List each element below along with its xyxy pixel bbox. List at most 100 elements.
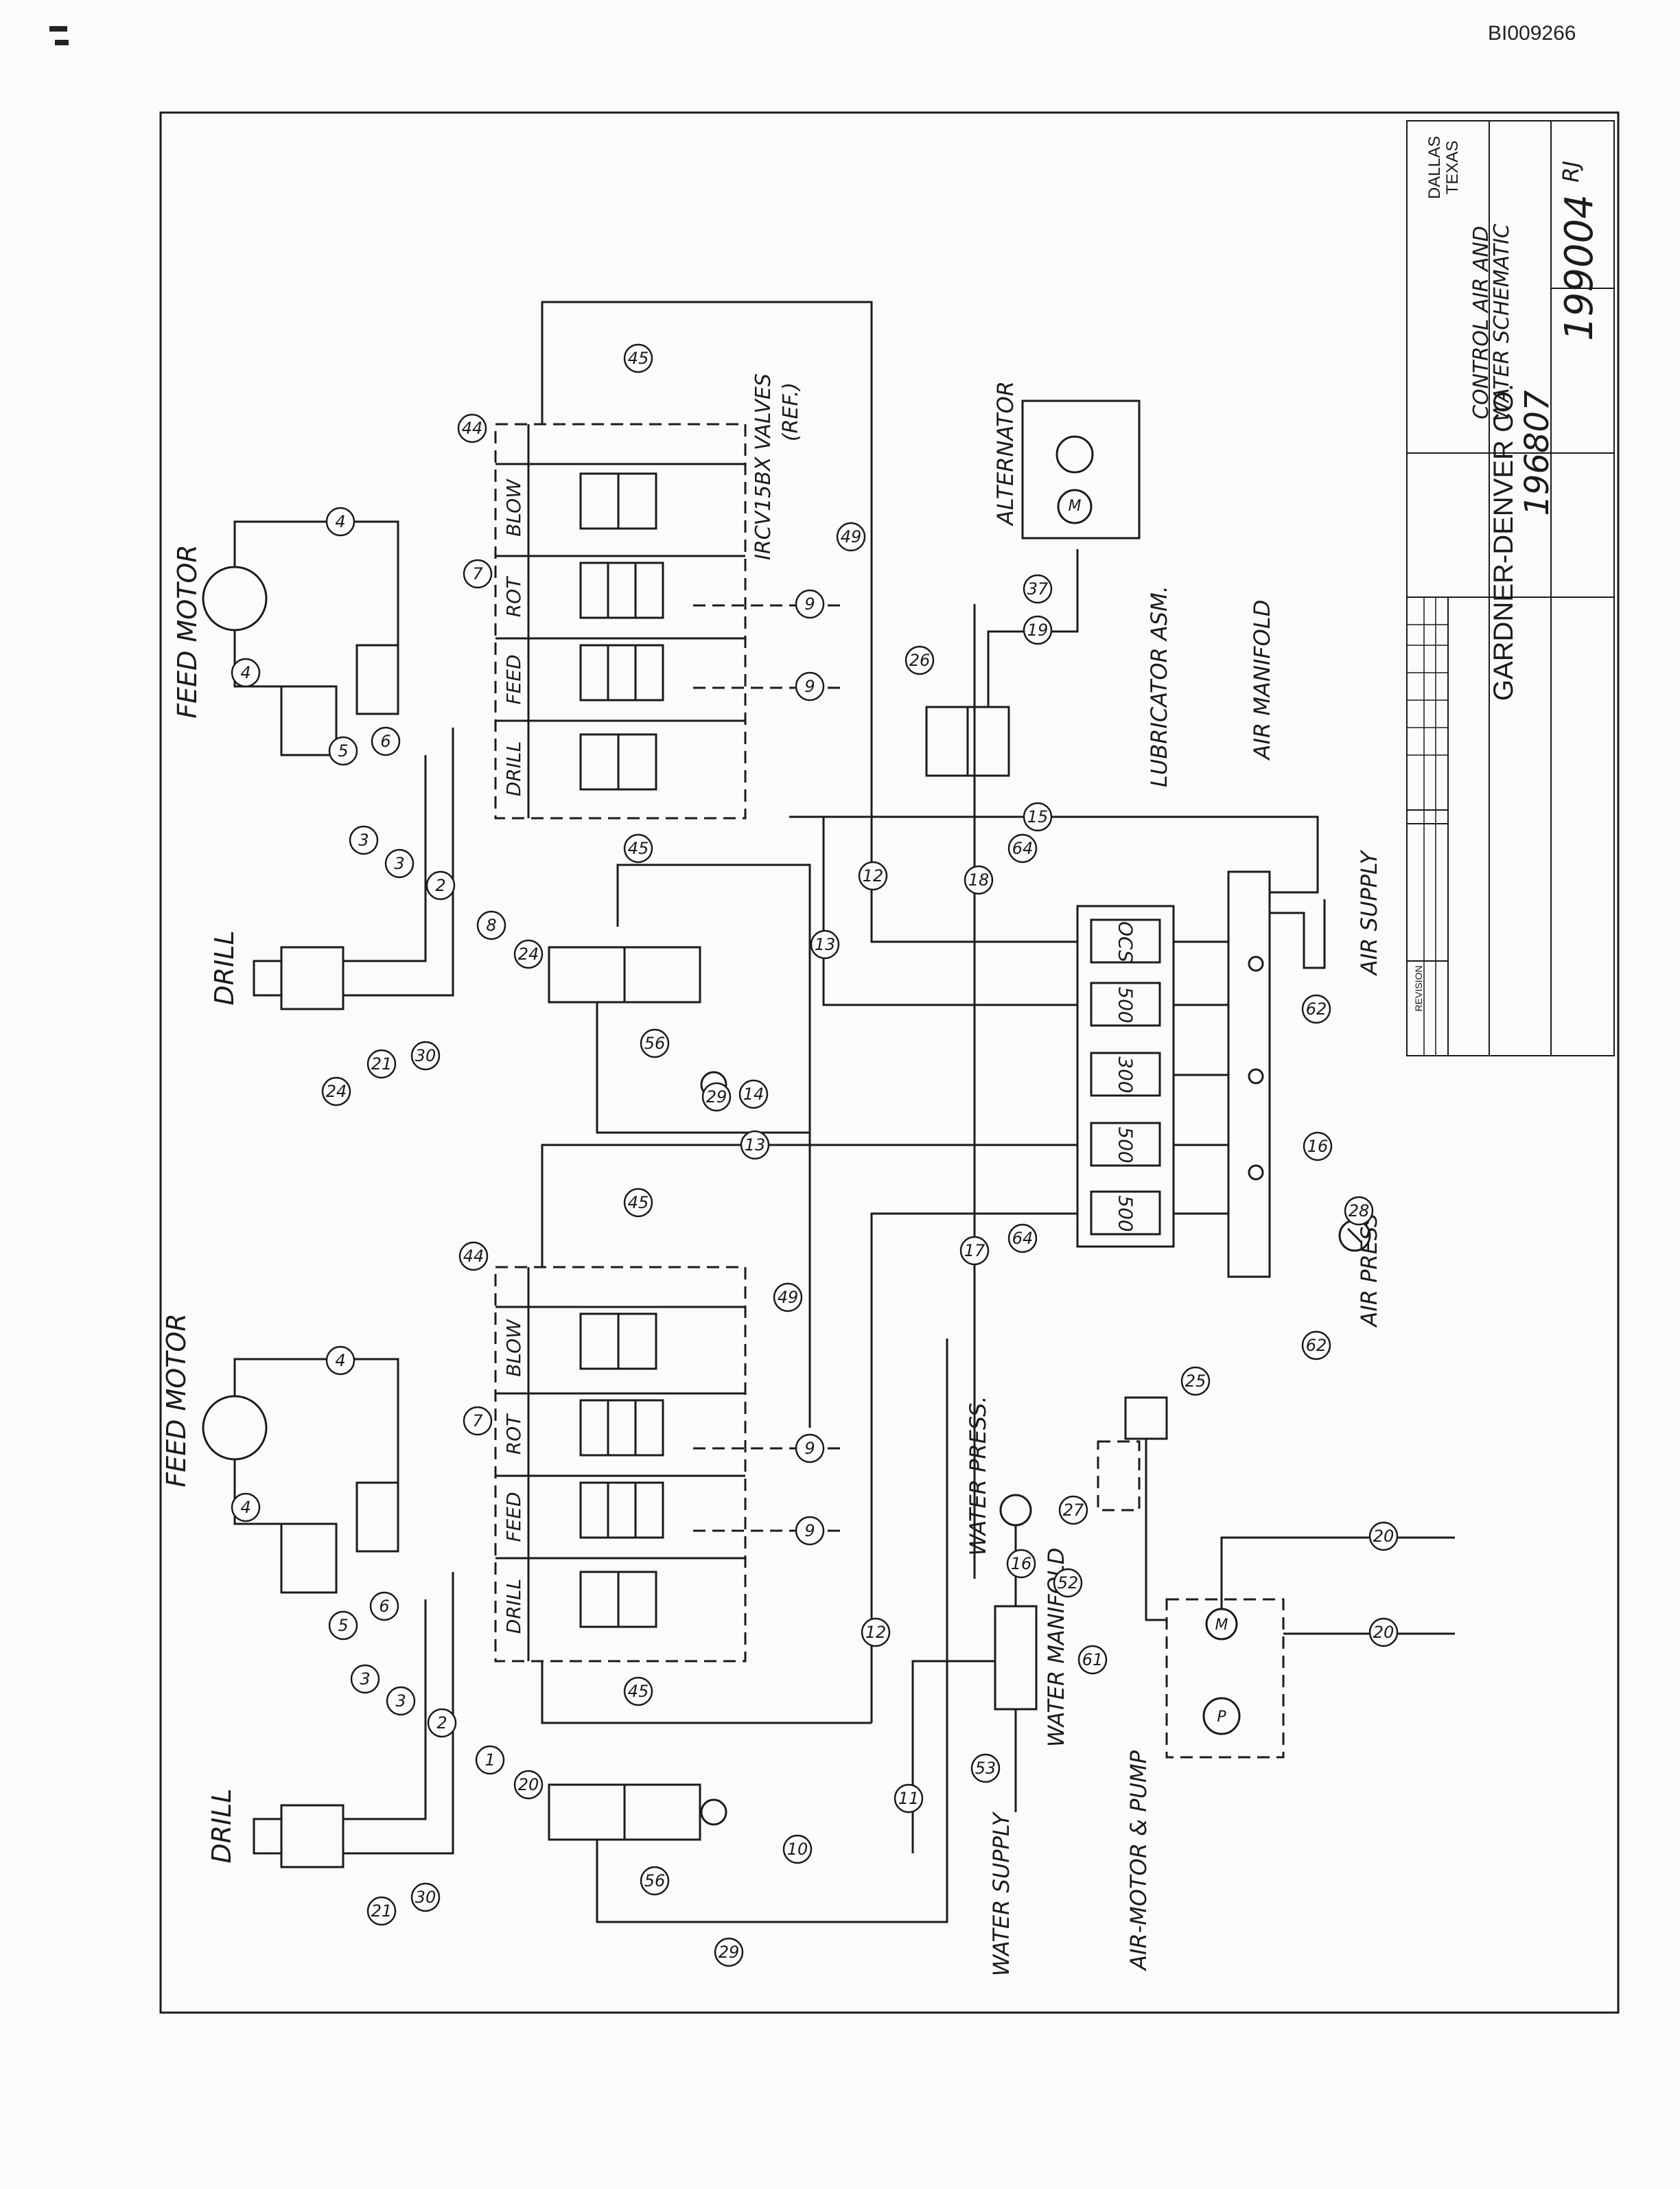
label-lubricator: LUBRICATOR ASM. — [1146, 586, 1172, 787]
callout: 64 — [1007, 833, 1038, 864]
drawing-border — [159, 111, 1620, 2014]
callout: 30 — [410, 1041, 441, 1071]
label-air-supply: AIR SUPPLY — [1356, 849, 1382, 976]
svg-text:2: 2 — [436, 1713, 447, 1733]
label-water-press: WATER PRESS. — [965, 1395, 991, 1555]
air-manifold — [541, 604, 1326, 1723]
svg-text:19: 19 — [1027, 621, 1049, 640]
svg-text:10: 10 — [787, 1840, 808, 1859]
svg-text:45: 45 — [628, 839, 649, 858]
callout: 9 — [795, 589, 825, 619]
svg-text:13: 13 — [745, 1135, 766, 1155]
callout: 44 — [457, 413, 487, 443]
lubricator-valve — [925, 549, 1079, 777]
svg-text:6: 6 — [379, 1597, 389, 1616]
svg-text:5: 5 — [338, 741, 348, 761]
callout: 45 — [623, 833, 653, 864]
upper-circuit: BLOW ROT FEED DRILL — [202, 301, 873, 1428]
callout: 49 — [773, 1282, 803, 1312]
callout: 7 — [463, 559, 493, 589]
svg-text:11: 11 — [898, 1789, 920, 1808]
callout: 13 — [740, 1130, 770, 1160]
drill-upper-symbol — [280, 946, 345, 1010]
callout: 16 — [1303, 1131, 1333, 1161]
part-callouts: 4 4 7 5 6 3 3 2 8 21 30 29 14 13 12 18 1… — [231, 343, 1399, 1967]
callout: 20 — [513, 1770, 544, 1800]
title-company: GARDNER-DENVER CO. — [1489, 384, 1519, 701]
callout: 8 — [476, 910, 506, 940]
callout: 5 — [328, 1610, 358, 1641]
callout: 2 — [427, 1708, 457, 1738]
callout: 3 — [349, 825, 379, 855]
callout: 28 — [1344, 1196, 1374, 1226]
callout: 37 — [1023, 574, 1053, 604]
callout: 45 — [623, 1188, 653, 1218]
callout: 29 — [701, 1082, 732, 1112]
lub-cell-3: 300 — [1115, 1056, 1137, 1093]
svg-text:24: 24 — [518, 945, 539, 964]
svg-text:62: 62 — [1306, 999, 1327, 1019]
svg-text:15: 15 — [1027, 807, 1049, 826]
valve-bank-lower — [494, 1266, 747, 1663]
air-motor-pump-enclosure — [1165, 1598, 1285, 1759]
callout: 6 — [371, 726, 401, 756]
callout: 56 — [640, 1866, 670, 1896]
svg-text:53: 53 — [975, 1759, 996, 1778]
callout: 1 — [475, 1745, 505, 1775]
label-air-manifold: AIR MANIFOLD — [1249, 600, 1275, 761]
label-valves-ref: IRCV15BX VALVES — [751, 373, 775, 560]
label-drill-lower: DRILL — [207, 1788, 237, 1863]
svg-text:49: 49 — [778, 1288, 799, 1307]
lub-cell-4: 500 — [1115, 1126, 1137, 1163]
lubricator-assembly: OCS 500 300 500 500 — [1076, 905, 1175, 1248]
callout: 24 — [321, 1076, 351, 1107]
svg-text:12: 12 — [865, 1623, 887, 1642]
svg-text:18: 18 — [968, 870, 990, 890]
valve-label-feed-upper: FEED — [502, 654, 525, 704]
callout: 7 — [463, 1406, 493, 1436]
callout: 21 — [366, 1049, 397, 1079]
lub-cell-2: 500 — [1115, 986, 1137, 1023]
lub-cell-5: 500 — [1115, 1195, 1137, 1231]
feed-motor-lower-symbol — [202, 1395, 268, 1461]
svg-text:3: 3 — [395, 1691, 406, 1711]
callout: 14 — [738, 1079, 769, 1109]
svg-text:4: 4 — [240, 1498, 250, 1517]
callout: 4 — [325, 507, 355, 537]
callout: 5 — [328, 736, 358, 766]
callout: 29 — [714, 1937, 744, 1967]
callout: 17 — [959, 1236, 990, 1266]
callout: 4 — [231, 1492, 261, 1522]
svg-text:6: 6 — [380, 732, 390, 751]
svg-text:16: 16 — [1011, 1554, 1032, 1573]
valve-label-rot-lower: ROT — [502, 1413, 525, 1455]
svg-text:64: 64 — [1012, 1229, 1034, 1248]
svg-text:21: 21 — [371, 1054, 393, 1074]
svg-text:17: 17 — [964, 1241, 985, 1260]
callout: 25 — [1180, 1366, 1211, 1396]
label-air-motor-pump: AIR-MOTOR & PUMP — [1125, 1750, 1152, 1971]
svg-text:28: 28 — [1349, 1201, 1370, 1220]
callout: 61 — [1077, 1645, 1108, 1675]
callout: 3 — [350, 1664, 380, 1694]
feed-motor-upper-symbol — [202, 566, 268, 632]
callout: 9 — [795, 671, 825, 702]
callout: 2 — [425, 870, 456, 901]
callout: 19 — [1023, 615, 1053, 645]
svg-text:8: 8 — [486, 916, 496, 935]
callout: 45 — [623, 343, 653, 373]
svg-text:45: 45 — [628, 349, 649, 368]
pump-p: P — [1217, 1709, 1226, 1726]
callout: 12 — [861, 1617, 891, 1647]
title-drawing-number: 199004 — [1557, 194, 1602, 341]
svg-text:4: 4 — [335, 1351, 345, 1370]
svg-text:3: 3 — [358, 831, 369, 850]
title-name-line1: CONTROL AIR AND — [1469, 226, 1493, 419]
callout: 64 — [1007, 1223, 1038, 1253]
svg-text:7: 7 — [472, 564, 483, 583]
svg-text:29: 29 — [706, 1087, 727, 1107]
svg-text:12: 12 — [863, 866, 884, 885]
callout: 4 — [231, 658, 261, 688]
svg-text:52: 52 — [1058, 1573, 1079, 1592]
motor-m: M — [1215, 1617, 1228, 1634]
